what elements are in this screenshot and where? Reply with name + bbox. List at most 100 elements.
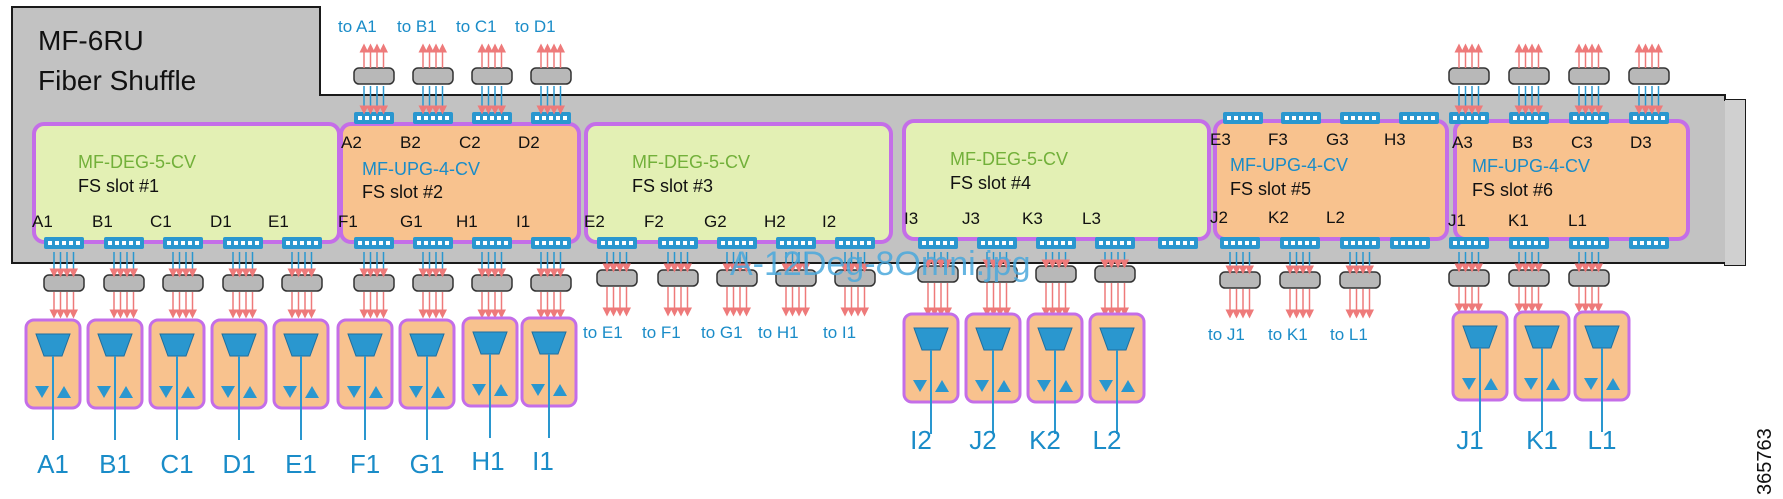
port-pin xyxy=(248,241,252,245)
port-pin xyxy=(742,241,746,245)
port-label: G2 xyxy=(704,212,727,231)
cable-label-bottom: to F1 xyxy=(642,323,681,342)
port-pin xyxy=(1313,116,1317,120)
down-triangle-icon xyxy=(531,384,545,396)
port-pin xyxy=(1054,241,1058,245)
port-label: A2 xyxy=(341,133,362,152)
port-label: E1 xyxy=(268,212,289,231)
port-pin xyxy=(721,241,725,245)
port-pin xyxy=(1351,116,1355,120)
port-pin xyxy=(1431,116,1435,120)
port-label: G1 xyxy=(400,212,423,231)
port-pin xyxy=(431,116,435,120)
trapezoid-icon xyxy=(35,333,71,357)
port-pin xyxy=(445,241,449,245)
port-label: J1 xyxy=(1448,211,1466,230)
up-triangle-icon xyxy=(57,386,71,398)
port-pin xyxy=(1408,241,1412,245)
port-pin xyxy=(1183,241,1187,245)
port-pin xyxy=(55,241,59,245)
port-pin xyxy=(1292,116,1296,120)
port-label: H1 xyxy=(456,212,478,231)
cable-plug xyxy=(103,274,145,292)
port-pin xyxy=(1372,116,1376,120)
port-label: B1 xyxy=(92,212,113,231)
port-pin xyxy=(1541,241,1545,245)
port-pin xyxy=(1009,241,1013,245)
filter-label: L1 xyxy=(1588,425,1617,455)
cable-plug xyxy=(1508,67,1550,85)
port-pin xyxy=(1527,241,1531,245)
port-label: I3 xyxy=(904,209,918,228)
port-pin xyxy=(995,241,999,245)
port-label: D2 xyxy=(518,133,540,152)
port-pin xyxy=(372,241,376,245)
port-pin xyxy=(1162,241,1166,245)
cable-plug xyxy=(657,269,699,287)
cable-label-bottom: to G1 xyxy=(701,323,743,342)
trapezoid-icon xyxy=(159,333,195,357)
down-triangle-icon xyxy=(1584,378,1598,390)
up-triangle-icon xyxy=(181,386,195,398)
port-pin xyxy=(1305,241,1309,245)
up-triangle-icon xyxy=(305,386,319,398)
port-pin xyxy=(1099,241,1103,245)
slot-1-number: FS slot #1 xyxy=(78,176,159,196)
cable-plug xyxy=(162,274,204,292)
port-pin xyxy=(1580,116,1584,120)
port-pin xyxy=(1474,241,1478,245)
up-triangle-icon xyxy=(1059,380,1073,392)
port-label: I1 xyxy=(516,212,530,231)
port-pin xyxy=(1291,241,1295,245)
cable-plug xyxy=(353,67,395,85)
port-pin xyxy=(853,241,857,245)
cables-layer xyxy=(43,43,1670,319)
port-pin xyxy=(1298,241,1302,245)
port-pin xyxy=(929,241,933,245)
watermark-filename: A-12Deg-8Omni.jpg xyxy=(730,245,1030,283)
filter-label: J2 xyxy=(969,425,996,455)
cable-plug xyxy=(1508,269,1550,287)
port-label: A1 xyxy=(32,212,53,231)
slot-3-module-name: MF-DEG-5-CV xyxy=(632,152,750,172)
up-triangle-icon xyxy=(997,380,1011,392)
down-triangle-icon xyxy=(35,386,49,398)
trapezoid-icon xyxy=(97,333,133,357)
port-pin xyxy=(1002,241,1006,245)
port-pin xyxy=(950,241,954,245)
cable-label-bottom: to H1 xyxy=(758,323,799,342)
trapezoid-icon xyxy=(472,331,508,355)
cable-label-bottom: to I1 xyxy=(823,323,856,342)
slot-4-number: FS slot #4 xyxy=(950,173,1031,193)
trapezoid-icon xyxy=(1584,325,1620,349)
up-triangle-icon xyxy=(369,386,383,398)
trapezoid-icon xyxy=(1524,325,1560,349)
port-pin xyxy=(1541,116,1545,120)
cable-plug xyxy=(1219,271,1261,289)
port-pin xyxy=(1633,116,1637,120)
port-pin xyxy=(808,241,812,245)
port-pin xyxy=(1580,241,1584,245)
port-pin xyxy=(1224,241,1228,245)
port-pin xyxy=(981,241,985,245)
up-triangle-icon xyxy=(1606,378,1620,390)
port-pin xyxy=(108,241,112,245)
cable-label-top: to C1 xyxy=(456,17,497,36)
port-label: L2 xyxy=(1326,208,1345,227)
port-pin xyxy=(1474,116,1478,120)
port-pin xyxy=(860,241,864,245)
cable-label-bottom: to K1 xyxy=(1268,325,1308,344)
port-pin xyxy=(490,116,494,120)
port-pin xyxy=(1068,241,1072,245)
port-pin xyxy=(1252,241,1256,245)
port-pin xyxy=(1601,241,1605,245)
port-pin xyxy=(181,241,185,245)
port-pin xyxy=(188,241,192,245)
port-pin xyxy=(445,116,449,120)
filter-label: F1 xyxy=(350,449,380,479)
port-pin xyxy=(1120,241,1124,245)
port-pin xyxy=(490,241,494,245)
port-pin xyxy=(943,241,947,245)
port-pin xyxy=(1640,116,1644,120)
port-label: F2 xyxy=(644,212,664,231)
